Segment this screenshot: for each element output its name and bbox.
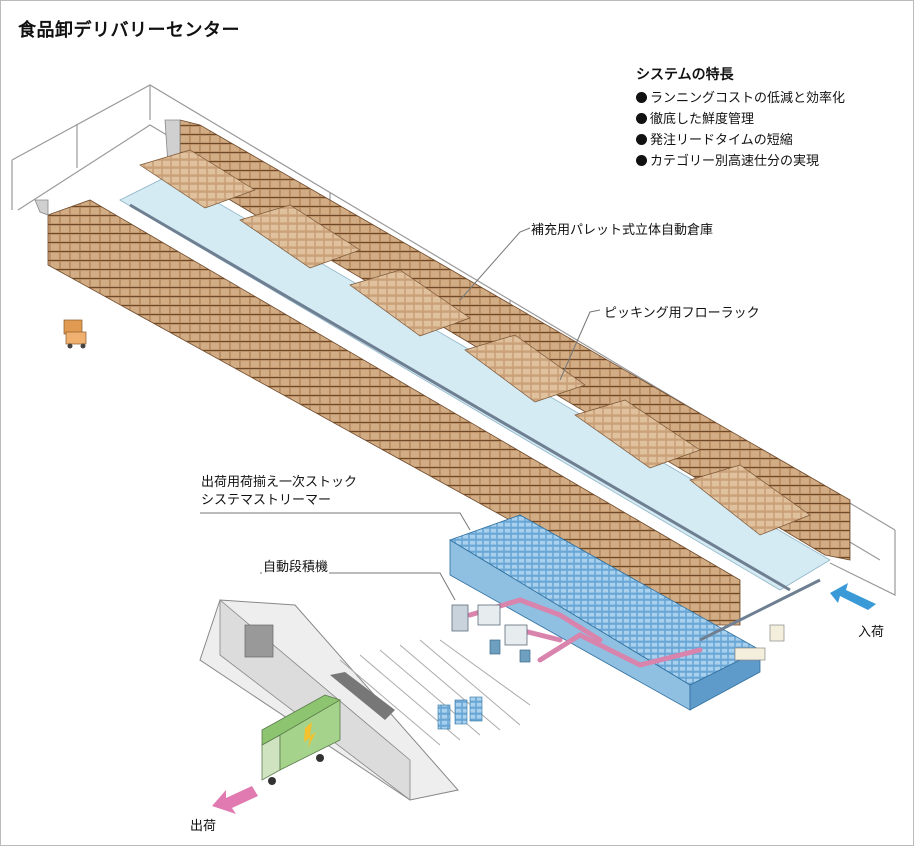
inbound-arrow bbox=[830, 583, 876, 610]
delivery-truck-icon bbox=[261, 694, 341, 785]
inbound-boxes bbox=[734, 624, 785, 661]
label-stock-line1: 出荷用荷揃え一次ストック bbox=[201, 475, 358, 490]
front-rack bbox=[34, 199, 741, 626]
callout-lines bbox=[200, 227, 601, 601]
bullet-icon bbox=[636, 155, 647, 166]
feature-item: カテゴリー別高速仕分の実現 bbox=[636, 151, 845, 172]
shipping-stock-rack bbox=[449, 514, 761, 711]
features-title: システムの特長 bbox=[636, 67, 734, 83]
bullet-icon bbox=[636, 113, 647, 124]
label-pallet-warehouse: 補充用パレット式立体自動倉庫 bbox=[530, 219, 715, 238]
page-title: 食品卸デリバリーセンター bbox=[18, 20, 240, 41]
inbound-conveyor bbox=[699, 578, 821, 642]
label-stock-line2: システマストリーマー bbox=[201, 493, 332, 508]
aisle-conveyor bbox=[129, 203, 791, 592]
label-outbound: 出荷 bbox=[190, 819, 217, 834]
palletizer-machine bbox=[451, 604, 531, 663]
bullet-icon bbox=[636, 134, 647, 145]
features-list: ランニングコストの低減と効率化 徹底した鮮度管理 発注リードタイムの短縮 カテゴ… bbox=[636, 88, 845, 172]
flow-rack-blocks bbox=[139, 149, 811, 536]
label-flow-rack: ピッキング用フローラック bbox=[603, 302, 761, 321]
aisle-floor bbox=[119, 174, 831, 591]
outbound-arrow bbox=[212, 786, 258, 814]
label-inbound: 入荷 bbox=[858, 625, 885, 640]
label-palletizer: 自動段積機 bbox=[262, 556, 330, 575]
forklift-icon bbox=[63, 319, 87, 349]
feature-item: 徹底した鮮度管理 bbox=[636, 109, 845, 130]
feature-item: 発注リードタイムの短縮 bbox=[636, 130, 845, 151]
staged-pallets bbox=[437, 696, 483, 730]
feature-item: ランニングコストの低減と効率化 bbox=[636, 88, 845, 109]
bullet-icon bbox=[636, 92, 647, 103]
